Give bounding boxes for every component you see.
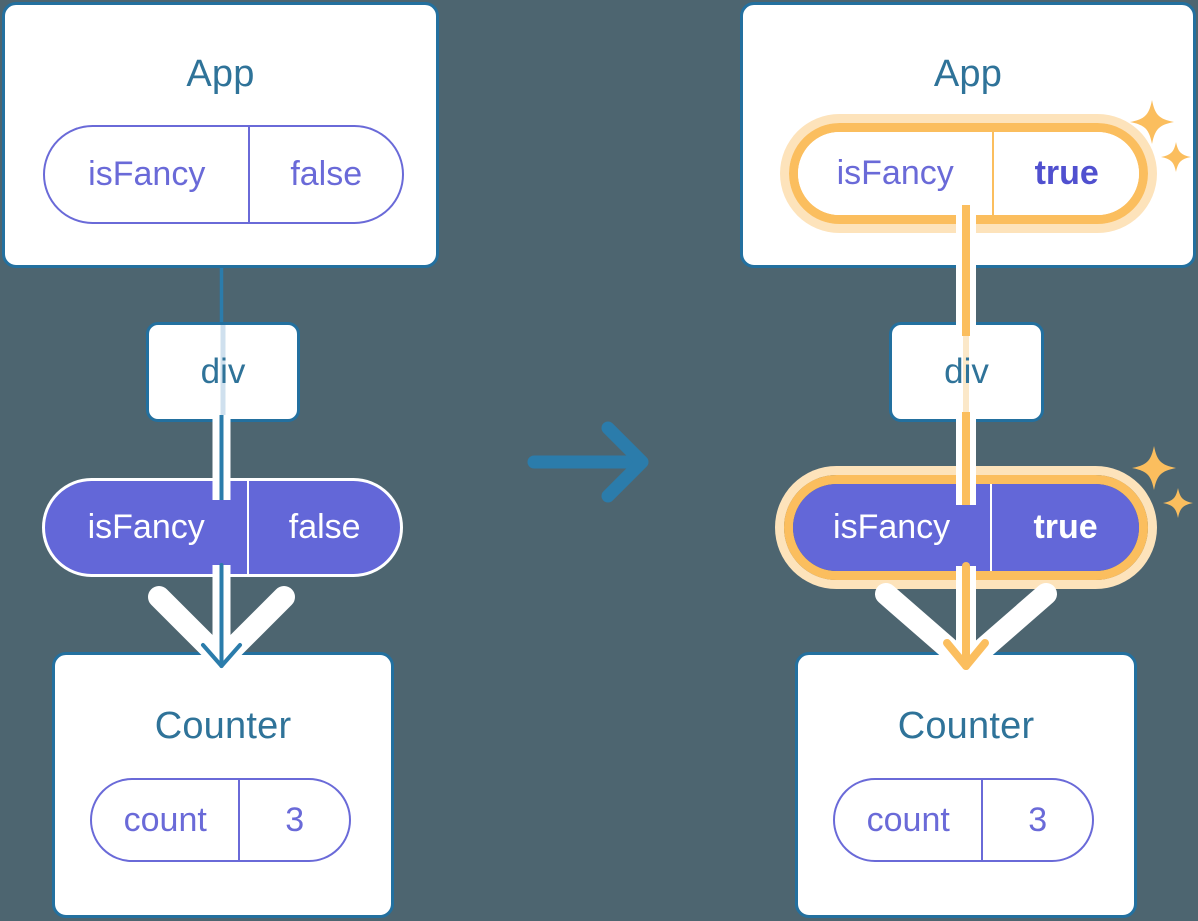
- after-app-state-value: true: [992, 132, 1139, 215]
- before-prop-key: isFancy: [87, 508, 205, 546]
- before-counter-title: Counter: [154, 705, 292, 747]
- after-prop-key: isFancy: [833, 508, 951, 546]
- before-counter-state-key: count: [123, 800, 207, 839]
- before-counter-state-value: 3: [238, 780, 349, 860]
- before-app-card: App isFancy false: [2, 2, 439, 268]
- before-app-state-value: false: [248, 127, 402, 222]
- after-counter-title: Counter: [897, 705, 1035, 747]
- before-app-title: App: [186, 53, 255, 95]
- before-div-label: div: [200, 352, 246, 391]
- after-app-state-key: isFancy: [836, 154, 954, 192]
- before-app-state-key: isFancy: [88, 155, 206, 193]
- after-counter-state-value: 3: [981, 780, 1092, 860]
- after-app-state-pill: isFancy true: [798, 132, 1139, 215]
- before-prop-pill: isFancy false: [42, 478, 403, 577]
- before-connectors: [219, 262, 224, 330]
- before-div-node: div: [146, 322, 300, 422]
- after-div-node: div: [889, 322, 1044, 422]
- before-counter-state-pill: count 3: [90, 778, 351, 862]
- sparkle-small-icon: [1163, 488, 1193, 518]
- after-counter-state-key: count: [866, 800, 950, 839]
- after-div-label: div: [944, 352, 989, 391]
- after-counter-card: Counter count 3: [795, 652, 1137, 918]
- after-prop-value: true: [990, 484, 1139, 571]
- after-counter-state-pill: count 3: [833, 778, 1094, 862]
- sparkle-large-icon: [1132, 446, 1176, 490]
- before-div-inner-line: [220, 325, 226, 419]
- transition-arrow-icon: [527, 421, 649, 503]
- before-counter-card: Counter count 3: [52, 652, 394, 918]
- after-div-inner-line: [963, 325, 969, 419]
- before-app-state-pill: isFancy false: [43, 125, 404, 224]
- before-prop-value: false: [247, 481, 400, 574]
- after-app-title: App: [933, 53, 1003, 95]
- after-prop-pill: isFancy true: [793, 484, 1139, 571]
